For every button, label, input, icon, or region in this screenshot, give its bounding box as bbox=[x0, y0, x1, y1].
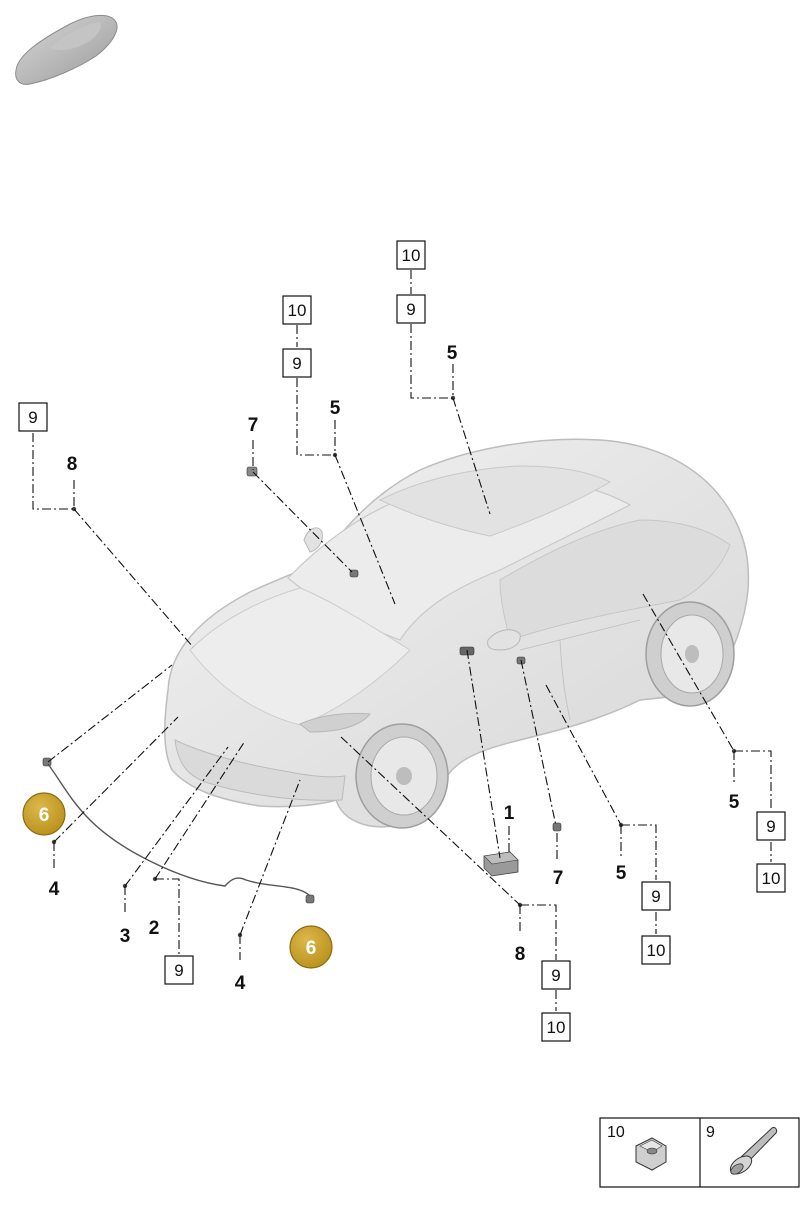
callout-6-left-label: 6 bbox=[39, 805, 50, 826]
sensor-wiring-harness bbox=[47, 763, 311, 897]
box-9-item8[interactable]: 9 bbox=[541, 960, 571, 990]
callout-8-left[interactable]: 8 bbox=[67, 454, 78, 475]
callout-5-door[interactable]: 5 bbox=[616, 863, 627, 884]
callout-8-right[interactable]: 8 bbox=[515, 944, 526, 965]
callout-6-left[interactable]: 6 bbox=[22, 792, 66, 836]
box-9-roof-right-label: 9 bbox=[406, 300, 415, 319]
callout-6-right[interactable]: 6 bbox=[289, 925, 333, 969]
box-10-roof-left-label: 10 bbox=[288, 301, 307, 320]
callout-5-roof-left[interactable]: 5 bbox=[330, 398, 341, 419]
legend-num-left: 10 bbox=[607, 1124, 625, 1141]
box-10-item5-door[interactable]: 10 bbox=[641, 935, 671, 965]
callout-3[interactable]: 3 bbox=[120, 926, 131, 947]
front-wheel-icon bbox=[355, 723, 449, 829]
callout-6-right-label: 6 bbox=[306, 938, 317, 959]
box-9-item5-rear[interactable]: 9 bbox=[756, 811, 786, 841]
box-10-item8[interactable]: 10 bbox=[541, 1012, 571, 1042]
callout-2[interactable]: 2 bbox=[149, 918, 160, 939]
callout-5-rear[interactable]: 5 bbox=[729, 792, 740, 813]
box-10-roof-left[interactable]: 10 bbox=[282, 295, 312, 325]
car-thumbnail-icon bbox=[15, 15, 118, 85]
box-9-left[interactable]: 9 bbox=[18, 402, 48, 432]
box-9-roof-left[interactable]: 9 bbox=[282, 348, 312, 378]
box-9-item5-door-label: 9 bbox=[651, 887, 660, 906]
vehicle-illustration bbox=[164, 438, 750, 829]
box-10-roof-right-label: 10 bbox=[402, 246, 421, 265]
box-9-item2-label: 9 bbox=[174, 961, 183, 980]
box-10-item5-door-label: 10 bbox=[647, 941, 666, 960]
rear-wheel-icon bbox=[645, 601, 735, 707]
callout-1[interactable]: 1 bbox=[504, 803, 515, 824]
callout-7-bottom[interactable]: 7 bbox=[553, 868, 564, 889]
box-10-roof-right[interactable]: 10 bbox=[396, 240, 426, 270]
box-10-item5-rear[interactable]: 10 bbox=[756, 863, 786, 893]
bolt-screw-icon bbox=[729, 1127, 778, 1175]
callout-7-top[interactable]: 7 bbox=[248, 415, 259, 436]
box-9-roof-left-label: 9 bbox=[292, 354, 301, 373]
fastener-legend: 10 9 bbox=[599, 1117, 800, 1188]
box-9-roof-right[interactable]: 9 bbox=[396, 294, 426, 324]
callout-4-left[interactable]: 4 bbox=[49, 879, 60, 900]
control-unit-icon bbox=[483, 851, 519, 877]
box-9-item5-rear-label: 9 bbox=[766, 817, 775, 836]
box-9-item2[interactable]: 9 bbox=[164, 955, 194, 985]
legend-num-right: 9 bbox=[706, 1124, 715, 1141]
box-9-left-label: 9 bbox=[28, 408, 37, 427]
box-9-item8-label: 9 bbox=[551, 966, 560, 985]
callout-4-right[interactable]: 4 bbox=[235, 973, 246, 994]
box-9-item5-door[interactable]: 9 bbox=[641, 881, 671, 911]
callout-5-roof-right[interactable]: 5 bbox=[447, 343, 458, 364]
box-10-item8-label: 10 bbox=[547, 1018, 566, 1037]
leader-lines bbox=[32, 270, 772, 1011]
box-10-item5-rear-label: 10 bbox=[762, 869, 781, 888]
hex-nut-icon bbox=[635, 1137, 667, 1171]
